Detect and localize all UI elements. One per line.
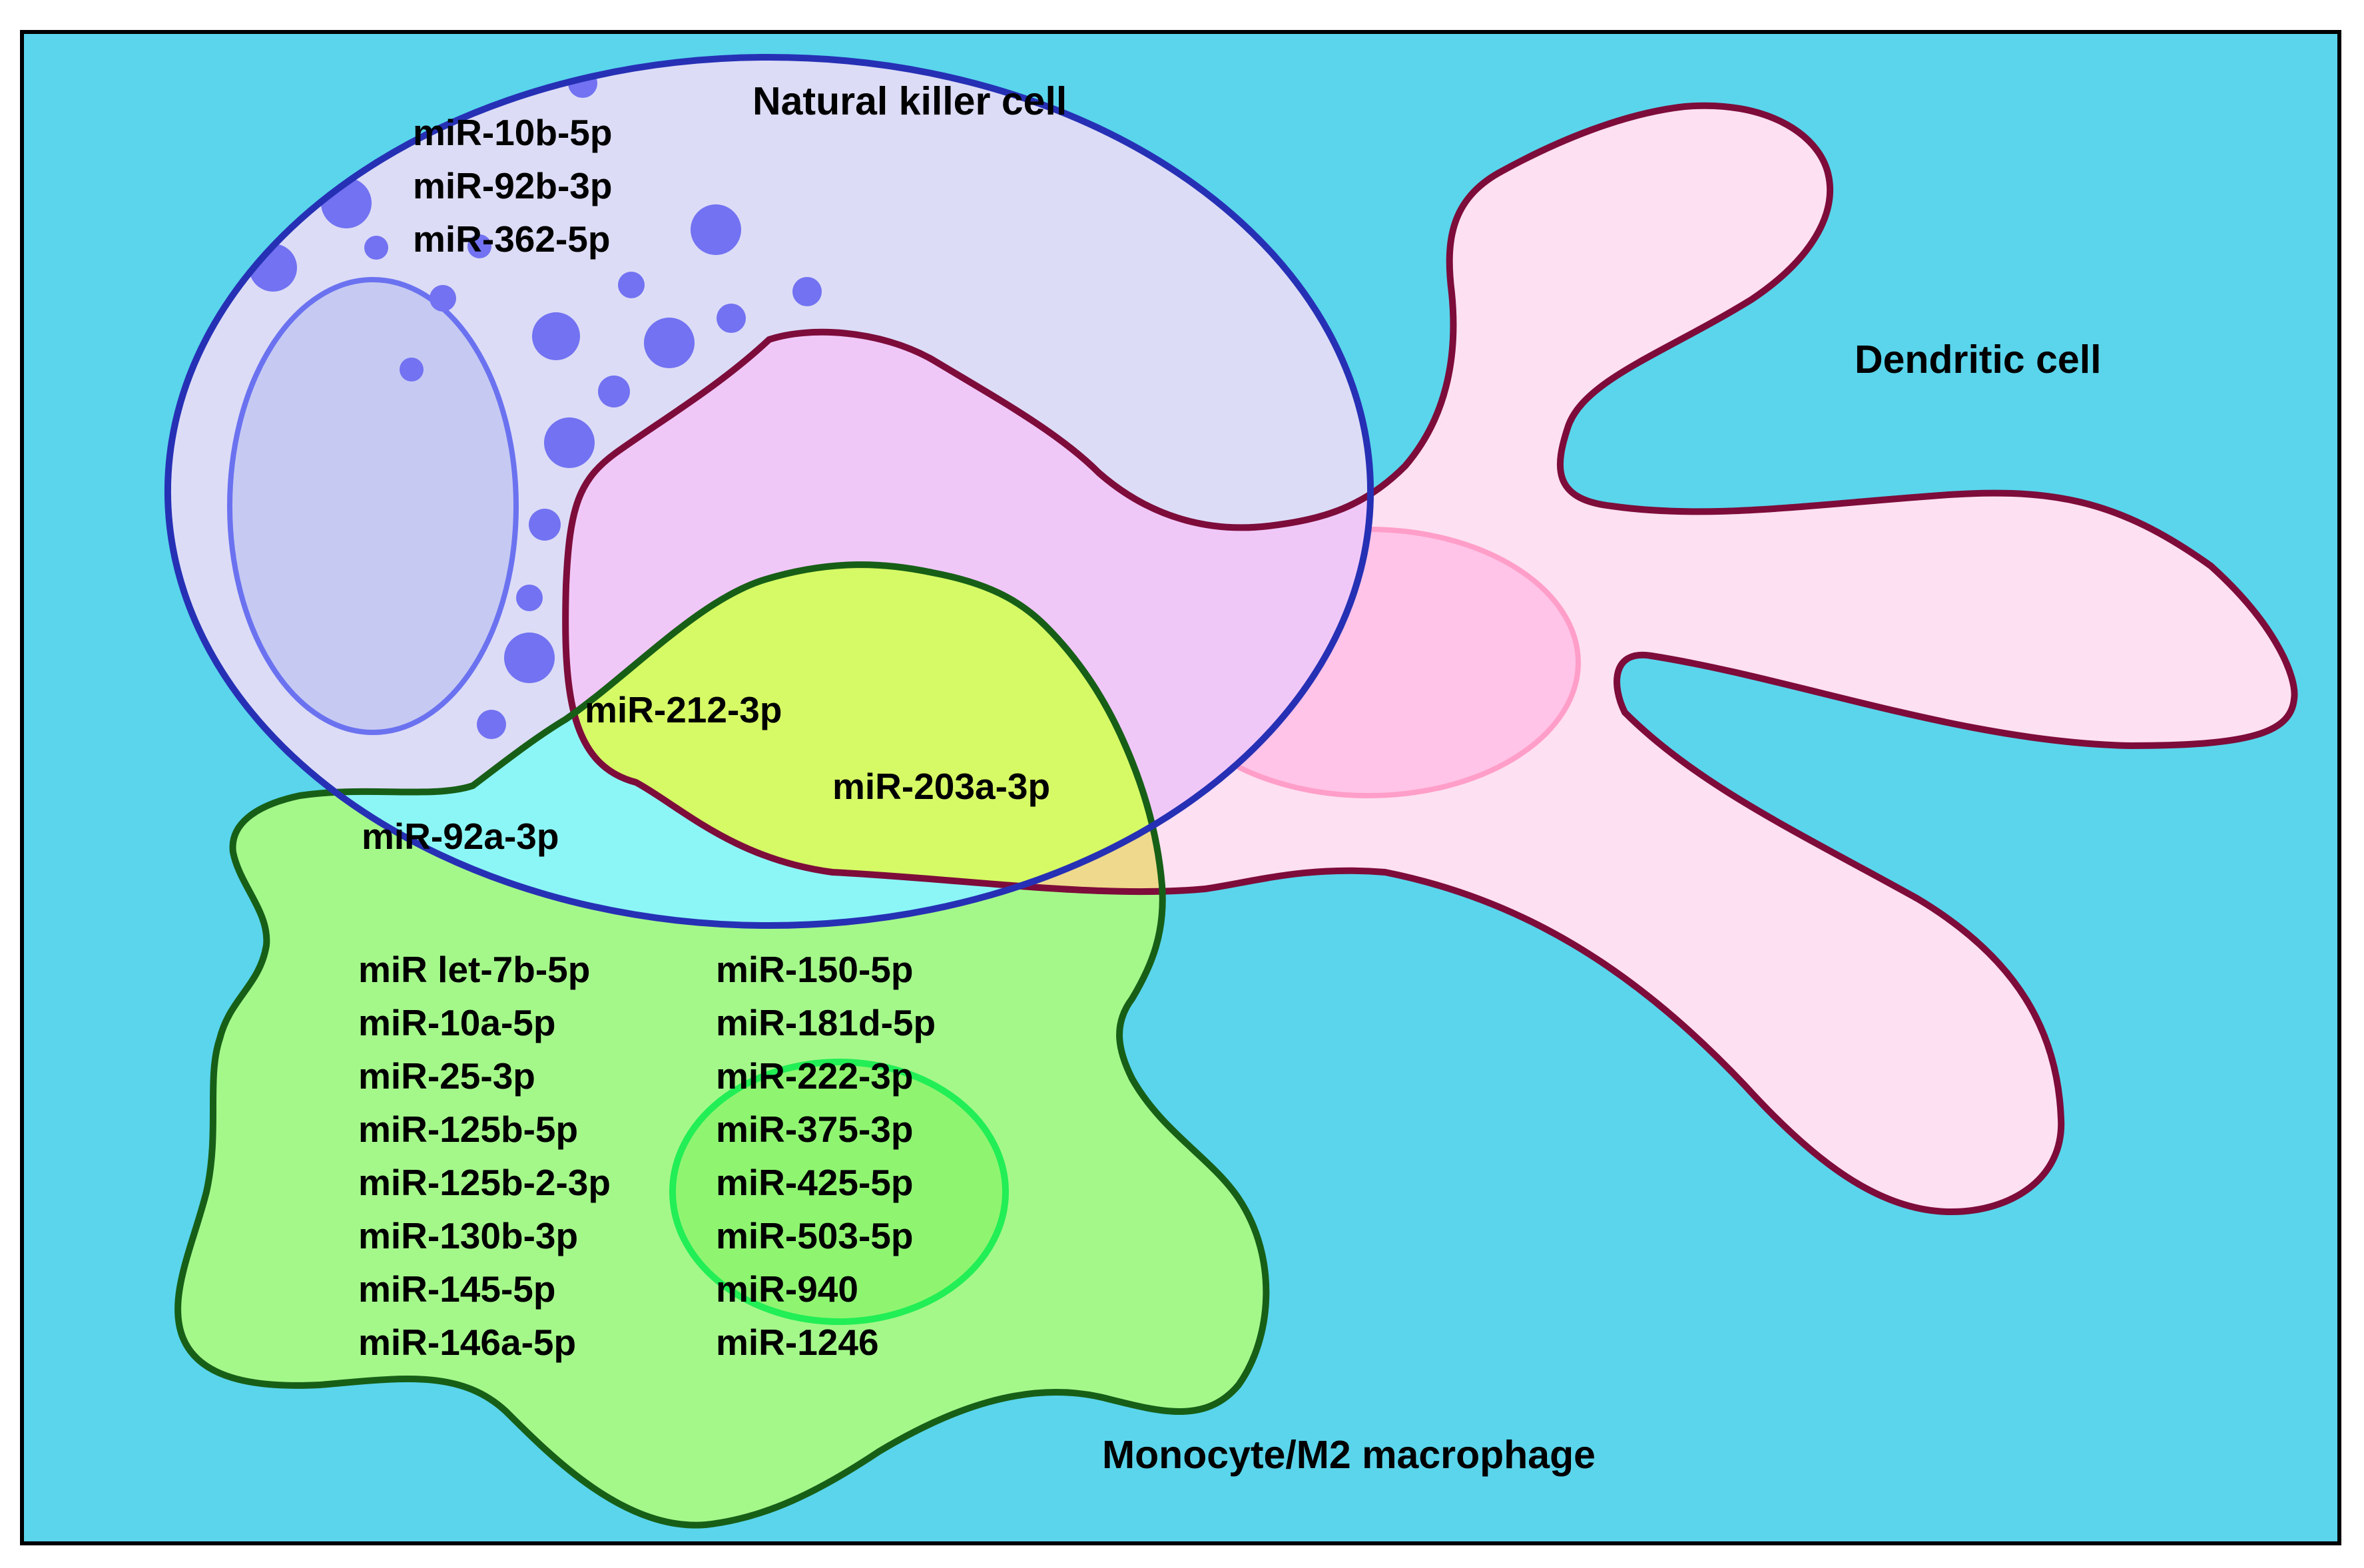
mirna-label: miR-940 (716, 1268, 858, 1310)
monocyte-mirna-column-2: miR-150-5p miR-181d-5p miR-222-3p miR-37… (716, 949, 936, 1363)
mirna-label: miR-181d-5p (716, 1002, 936, 1043)
granule-dot (618, 272, 645, 298)
natural-killer-mirna-list: miR-10b-5p miR-92b-3p miR-362-5p (413, 112, 613, 260)
mirna-label: miR-125b-2-3p (358, 1162, 611, 1203)
granule-dot (529, 509, 561, 541)
granule-dot (430, 285, 456, 312)
granule-dot (644, 318, 695, 368)
all-three-overlap-mirna: miR-212-3p (585, 689, 782, 730)
nk-monocyte-overlap-mirna: miR-92a-3p (362, 816, 559, 857)
mirna-label: miR-25-3p (358, 1055, 535, 1097)
mirna-label: miR-130b-3p (358, 1215, 578, 1256)
mirna-label: miR-125b-5p (358, 1109, 578, 1150)
mirna-label: miR-10b-5p (413, 112, 613, 153)
mirna-label: miR-425-5p (716, 1162, 913, 1203)
granule-dot (532, 312, 580, 360)
natural-killer-cell-interior (227, 66, 822, 739)
mirna-label: miR-375-3p (716, 1109, 913, 1150)
granule-dot (717, 304, 746, 333)
mirna-label: miR-10a-5p (358, 1002, 555, 1043)
mirna-label: miR let-7b-5p (358, 949, 590, 990)
granule-dot (467, 234, 491, 258)
dendritic-cell-label: Dendritic cell (1855, 338, 2102, 382)
monocyte-nucleus (669, 1059, 1009, 1325)
natural-killer-nucleus (227, 277, 519, 735)
granule-dot (516, 585, 543, 611)
granule-dot (598, 376, 630, 407)
granule-dot (364, 236, 388, 260)
granule-dot (691, 204, 741, 255)
granule-dot (477, 710, 506, 739)
granule-dot (400, 358, 424, 382)
mirna-label: miR-146a-5p (358, 1322, 576, 1363)
granule-dot (792, 277, 822, 306)
monocyte-macrophage-label: Monocyte/M2 macrophage (1102, 1433, 1596, 1477)
granule-dot (544, 417, 595, 468)
mirna-label: miR-1246 (716, 1322, 879, 1363)
dc-monocyte-overlap-mirna: miR-203a-3p (832, 766, 1050, 807)
monocyte-mirna-column-1: miR let-7b-5p miR-10a-5p miR-25-3p miR-1… (358, 949, 611, 1363)
mirna-label: miR-503-5p (716, 1215, 913, 1256)
granule-dot (504, 633, 555, 683)
mirna-label: miR-150-5p (716, 949, 913, 990)
mirna-label: miR-222-3p (716, 1055, 913, 1097)
mirna-label: miR-145-5p (358, 1268, 555, 1310)
mirna-label: miR-92b-3p (413, 165, 613, 206)
natural-killer-cell-label: Natural killer cell (752, 79, 1067, 123)
mirna-label: miR-362-5p (413, 218, 610, 260)
